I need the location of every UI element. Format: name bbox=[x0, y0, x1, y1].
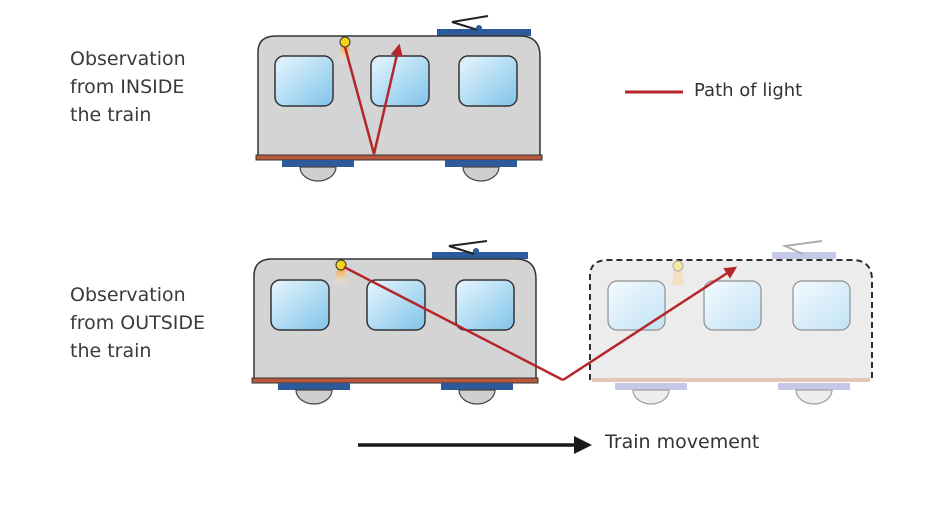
train-window bbox=[366, 279, 426, 331]
pantograph-icon bbox=[432, 240, 528, 259]
outside-label-line-1: Observation bbox=[70, 284, 186, 306]
legend-path-of-light-label: Path of light bbox=[694, 80, 803, 101]
light-path-up bbox=[372, 43, 403, 155]
train-window-ghost bbox=[607, 280, 666, 331]
train-outside-start bbox=[251, 240, 539, 405]
train-window-ghost bbox=[792, 280, 851, 331]
train-wheel bbox=[295, 389, 333, 405]
light-path-down bbox=[343, 46, 376, 155]
train-bogie bbox=[441, 383, 513, 390]
inside-label-line-3: the train bbox=[70, 104, 152, 126]
train-wheel bbox=[462, 166, 500, 182]
inside-observation-label: Observation from INSIDE the train bbox=[70, 45, 186, 129]
train-movement-label: Train movement bbox=[605, 431, 760, 453]
train-bogie-ghost bbox=[615, 383, 687, 390]
pantograph-icon bbox=[772, 240, 836, 259]
train-bogie bbox=[278, 383, 350, 390]
lamp-icon bbox=[334, 259, 348, 287]
inside-label-line-2: from INSIDE bbox=[70, 76, 185, 98]
train-wheel-ghost bbox=[795, 389, 833, 405]
train-floor bbox=[251, 377, 539, 384]
outside-observation-label: Observation from OUTSIDE the train bbox=[70, 281, 205, 365]
train-window bbox=[274, 55, 334, 107]
train-floor bbox=[255, 154, 543, 161]
train-outside-moved bbox=[589, 240, 873, 405]
train-inside bbox=[255, 15, 543, 182]
train-window bbox=[270, 279, 330, 331]
train-window bbox=[455, 279, 515, 331]
outside-label-line-3: the train bbox=[70, 340, 152, 362]
train-bogie bbox=[282, 160, 354, 167]
lamp-icon-ghost bbox=[672, 260, 684, 285]
train-window bbox=[370, 55, 430, 107]
train-window-ghost bbox=[703, 280, 762, 331]
train-wheel bbox=[458, 389, 496, 405]
light-path-diagonal-up bbox=[562, 266, 738, 382]
train-window bbox=[458, 55, 518, 107]
train-floor-ghost bbox=[592, 378, 870, 382]
train-wheel bbox=[299, 166, 337, 182]
train-bogie-ghost bbox=[778, 383, 850, 390]
train-bogie bbox=[445, 160, 517, 167]
train-movement-arrow-icon bbox=[358, 436, 592, 454]
light-path-diagonal-down bbox=[343, 265, 564, 382]
inside-label-line-1: Observation bbox=[70, 48, 186, 70]
outside-label-line-2: from OUTSIDE bbox=[70, 312, 206, 334]
train-wheel-ghost bbox=[632, 389, 670, 405]
pantograph-icon bbox=[437, 15, 531, 36]
